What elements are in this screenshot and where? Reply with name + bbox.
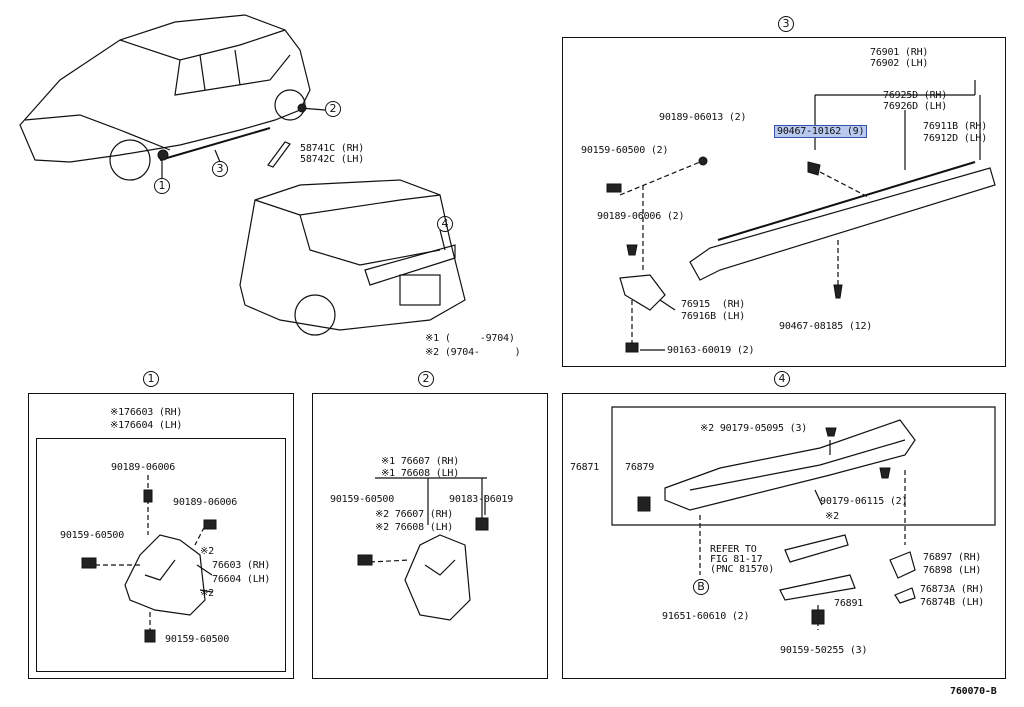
refer-line-2[interactable]: FIG 81-17: [710, 554, 763, 565]
part-1-76607[interactable]: ※1 76607 (RH): [381, 456, 460, 467]
note-2: ※2 (9704- ): [425, 347, 521, 358]
part-90467-10162-highlighted[interactable]: 90467-10162 (9): [774, 125, 868, 138]
panel-3-box: [562, 37, 1006, 367]
part-90179-06115[interactable]: 90179-06115 (2): [820, 496, 908, 507]
panel-1-box: [28, 393, 294, 679]
part-90159-50255[interactable]: 90159-50255 (3): [780, 645, 868, 656]
part-76874b[interactable]: 76874B (LH): [920, 597, 985, 608]
panel-4-box: [562, 393, 1006, 679]
part-76871[interactable]: 76871: [570, 462, 600, 473]
part-90159-60500-p2[interactable]: 90159-60500: [330, 494, 395, 505]
part-76879[interactable]: 76879: [625, 462, 655, 473]
marker-s2-p4: ※2: [825, 511, 839, 522]
marker-3-top[interactable]: 3: [778, 16, 794, 32]
part-90189-06006-3[interactable]: 90189-06006 (2): [597, 211, 685, 222]
part-91651-60610[interactable]: 91651-60610 (2): [662, 611, 750, 622]
part-90189-06006-a[interactable]: 90189-06006: [111, 462, 176, 473]
part-90163-60019[interactable]: 90163-60019 (2): [667, 345, 755, 356]
diagram-code: 760070-B: [950, 686, 997, 697]
refer-line-1: REFER TO: [710, 544, 757, 555]
part-2-76608[interactable]: ※2 76608 (LH): [375, 522, 454, 533]
part-58742c[interactable]: 58742C (LH): [300, 154, 365, 165]
part-76901[interactable]: 76901 (RH): [870, 47, 929, 58]
part-90159-60500-a[interactable]: 90159-60500: [60, 530, 125, 541]
sedan-rear-drawing: [239, 179, 466, 336]
part-76912d[interactable]: 76912D (LH): [923, 133, 988, 144]
part-90467-08185[interactable]: 90467-08185 (12): [779, 321, 873, 332]
part-76891[interactable]: 76891: [834, 598, 864, 609]
part-76873a[interactable]: 76873A (RH): [920, 584, 985, 595]
part-90159-60500-3[interactable]: 90159-60500 (2): [581, 145, 669, 156]
part-76925d[interactable]: 76925D (RH): [883, 90, 948, 101]
part-76603[interactable]: 76603 (RH): [212, 560, 271, 571]
mud-flap-rear-drawing: [369, 477, 487, 621]
part-90183-06019[interactable]: 90183-06019: [449, 494, 514, 505]
marker-s2-a: ※2: [200, 546, 214, 557]
panel-1-inner-box: [36, 438, 286, 672]
note-1: ※1 ( -9704): [425, 333, 515, 344]
part-76926d[interactable]: 76926D (LH): [883, 101, 948, 112]
part-76916b[interactable]: 76916B (LH): [681, 311, 746, 322]
part-90189-06006-b[interactable]: 90189-06006: [173, 497, 238, 508]
marker-1-panel[interactable]: 1: [143, 371, 159, 387]
side-skirt-drawing: [619, 80, 996, 351]
part-90179-05095[interactable]: ※2 90179-05095 (3): [700, 423, 808, 434]
part-76604[interactable]: 76604 (LH): [212, 574, 271, 585]
sedan-front-drawing: [19, 14, 311, 181]
marker-1-overview[interactable]: 1: [154, 178, 170, 194]
marker-s2-b: ※2: [200, 588, 214, 599]
part-76898[interactable]: 76898 (LH): [923, 565, 982, 576]
refer-line-3[interactable]: (PNC 81570): [710, 564, 775, 575]
marker-b[interactable]: B: [693, 579, 709, 595]
marker-3-overview[interactable]: 3: [212, 161, 228, 177]
part-76902[interactable]: 76902 (LH): [870, 58, 929, 69]
part-58741c[interactable]: 58741C (RH): [300, 143, 365, 154]
part-2-76607[interactable]: ※2 76607 (RH): [375, 509, 454, 520]
part-176604[interactable]: ※176604 (LH): [110, 420, 183, 431]
part-76911b[interactable]: 76911B (RH): [923, 121, 988, 132]
part-76915[interactable]: 76915 (RH): [681, 299, 746, 310]
marker-4-overview[interactable]: 4: [437, 216, 453, 232]
rear-spoiler-drawing: [611, 406, 996, 630]
marker-2-panel[interactable]: 2: [418, 371, 434, 387]
panel-2-box: [312, 393, 548, 679]
marker-2-overview[interactable]: 2: [325, 101, 341, 117]
part-90189-06013[interactable]: 90189-06013 (2): [659, 112, 747, 123]
part-1-76608[interactable]: ※1 76608 (LH): [381, 468, 460, 479]
part-90159-60500-b[interactable]: 90159-60500: [165, 634, 230, 645]
part-76897[interactable]: 76897 (RH): [923, 552, 982, 563]
part-176603[interactable]: ※176603 (RH): [110, 407, 183, 418]
marker-4-panel[interactable]: 4: [774, 371, 790, 387]
